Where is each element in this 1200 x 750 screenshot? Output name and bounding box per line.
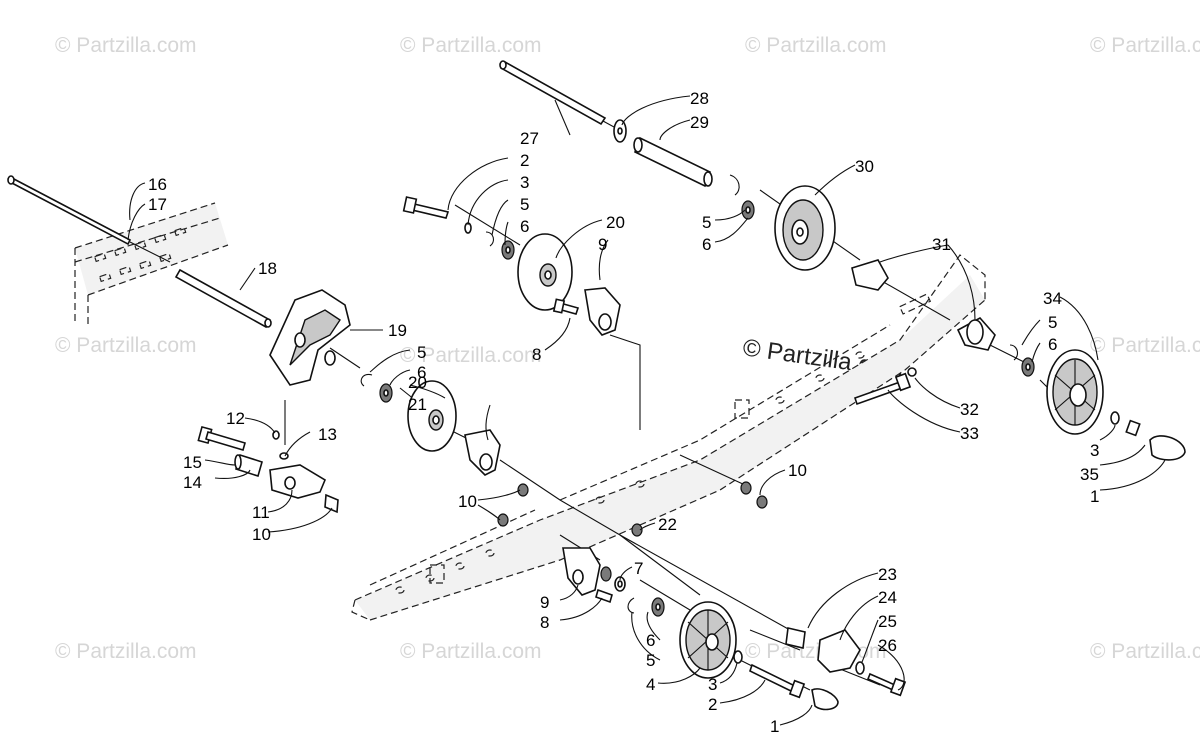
left-rail [74, 202, 229, 325]
callout-label: 31 [932, 235, 951, 254]
callout-label: 5 [1048, 313, 1057, 332]
callout-label: 33 [960, 424, 979, 443]
callout-label: 21 [408, 395, 427, 414]
callout-label: 24 [878, 588, 897, 607]
callout-label: 20 [408, 373, 427, 392]
callout-label: 6 [520, 217, 529, 236]
left-fastener-set [197, 425, 768, 537]
watermark: © Partzilla.com [55, 34, 197, 57]
watermark: © Partzilla.com [1090, 334, 1200, 357]
callout-label: 18 [258, 259, 277, 278]
callout-label: 8 [540, 613, 549, 632]
watermark: © Partzilla.com [400, 344, 542, 367]
watermark: © Partzilla.com [400, 34, 542, 57]
callout-label: 5 [702, 213, 711, 232]
callout-label: 1 [1090, 487, 1099, 506]
callout-label: 10 [788, 461, 807, 480]
callout-label: 9 [540, 593, 549, 612]
callout-label: 13 [318, 425, 337, 444]
callout-label: 11 [252, 503, 270, 522]
leader-lines [127, 95, 1166, 726]
callout-label: 8 [532, 345, 541, 364]
callout-label: 3 [1090, 441, 1099, 460]
callout-label: 30 [855, 157, 874, 176]
watermark: © Partzilla.com [400, 640, 542, 663]
callout-label: 3 [520, 173, 529, 192]
callout-label: 23 [878, 565, 897, 584]
watermark: © Partzilla.com [55, 640, 197, 663]
lower-wheel-assembly [562, 547, 907, 711]
callout-label: 16 [148, 175, 167, 194]
callout-label: 5 [520, 195, 529, 214]
callout-label: 6 [646, 631, 655, 650]
callout-label: 19 [388, 321, 407, 340]
callout-label: 12 [226, 409, 245, 428]
callout-label: 28 [690, 89, 709, 108]
watermark: © Partzilla.com [55, 334, 197, 357]
callout-label: 27 [520, 129, 539, 148]
callout-label: 5 [646, 651, 655, 670]
callout-label: 2 [520, 151, 529, 170]
callout-label: 22 [658, 515, 677, 534]
callout-label: 10 [458, 492, 477, 511]
callout-label: 6 [702, 235, 711, 254]
right-rail [351, 254, 986, 621]
callout-label: 5 [417, 343, 426, 362]
callout-label: 2 [708, 695, 717, 714]
callout-label: 32 [960, 400, 979, 419]
watermark: © Partzilla.com [1090, 34, 1200, 57]
callout-label: 29 [690, 113, 709, 132]
callout-label: 9 [598, 235, 607, 254]
callout-label: 34 [1043, 289, 1062, 308]
callout-label: 17 [148, 195, 167, 214]
watermark: © Partzilla.com [745, 640, 887, 663]
callout-label: 35 [1080, 465, 1099, 484]
callout-label: 15 [183, 453, 202, 472]
callout-label: 26 [878, 636, 897, 655]
watermark: © Partzilla.com [1090, 640, 1200, 663]
watermark: © Partzilla.com [745, 34, 887, 57]
callout-label: 3 [708, 675, 717, 694]
right-end-assembly [851, 259, 1186, 461]
callout-label: 4 [646, 675, 655, 694]
callout-labels: 16 17 18 19 5 6 20 21 2 3 5 6 20 9 8 27 … [148, 89, 1099, 736]
watermarks: © Partzilla.com © Partzilla.com © Partzi… [55, 34, 1200, 663]
callout-label: 25 [878, 612, 897, 631]
left-bracket-assembly [269, 289, 501, 476]
upper-wheel-assembly [613, 119, 836, 271]
callout-label: 14 [183, 473, 202, 492]
callout-label: 6 [1048, 335, 1057, 354]
callout-label: 1 [770, 717, 779, 736]
callout-label: 7 [634, 559, 643, 578]
callout-label: 20 [606, 213, 625, 232]
callout-label: 10 [252, 525, 271, 544]
callout-label: 6 [417, 363, 426, 382]
